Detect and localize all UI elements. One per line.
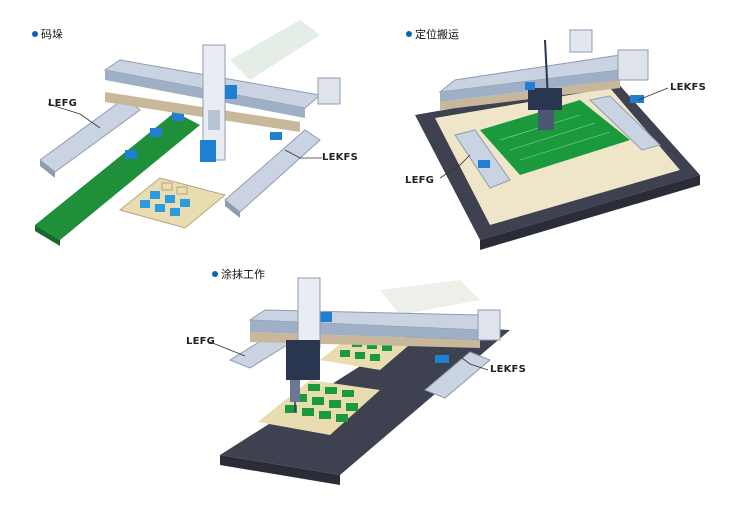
rail-lekfs: [424, 351, 491, 399]
bullet-icon: [212, 271, 218, 277]
conveyor-belt: [35, 112, 200, 240]
tool-head: [286, 340, 320, 380]
label-lekfs: LEKFS: [490, 364, 526, 375]
label-lekfs: LEKFS: [670, 82, 706, 93]
box-icon: [150, 128, 162, 137]
pcb-board: [480, 100, 630, 175]
label-lefg: LEFG: [186, 336, 216, 347]
rail-lefg: [454, 129, 511, 189]
stacking-illustration: [35, 20, 341, 246]
panel-title: 码垛: [32, 26, 63, 42]
positioning-illustration: [415, 29, 700, 250]
bullet-icon: [32, 31, 38, 37]
label-lefg: LEFG: [48, 98, 78, 109]
panel-stacking: 码垛: [0, 0, 360, 250]
panel-title: 定位搬运: [406, 26, 459, 42]
panel-coating: 涂抹工作: [180, 260, 580, 510]
label-lekfs: LEKFS: [322, 152, 358, 163]
z-axis-column: [297, 277, 321, 349]
tool-head: [528, 88, 562, 110]
panel-positioning: 定位搬运 LEFG LEKFS: [380, 0, 745, 250]
bullet-icon: [406, 31, 412, 37]
panel-title: 涂抹工作: [212, 266, 265, 282]
rail-lekfs: [224, 129, 321, 213]
box-icon: [125, 150, 137, 159]
coating-illustration: [209, 277, 510, 485]
box-icon: [172, 112, 184, 121]
rail-lekfs: [588, 95, 661, 151]
label-lefg: LEFG: [405, 175, 435, 186]
